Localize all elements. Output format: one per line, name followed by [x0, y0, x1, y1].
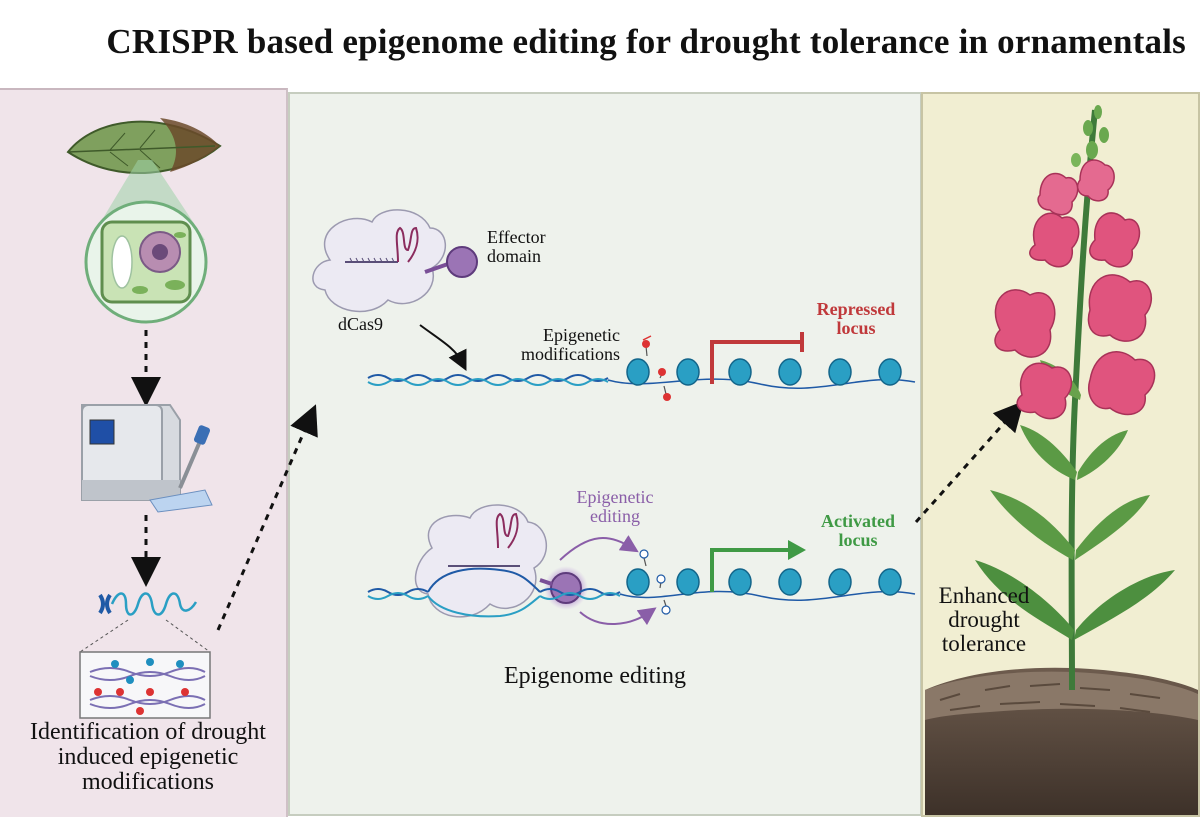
- arrow-left-to-middle: [216, 404, 318, 631]
- nucleosome-row-top: [626, 358, 902, 386]
- chromosome-icon: [98, 593, 112, 615]
- editing-arrow-lower: [579, 607, 657, 626]
- soil-icon: [925, 667, 1198, 815]
- linker: [424, 262, 449, 274]
- arrow-middle-to-right: [914, 400, 1024, 523]
- page-title: CRISPR based epigenome editing for droug…: [106, 22, 1186, 61]
- effector-label-line2: domain: [487, 245, 541, 266]
- nucleosome-icon: [878, 358, 902, 386]
- arrow-dcas9-to-dna: [419, 324, 467, 371]
- dcas9-icon: [312, 209, 447, 313]
- repressed-line1: Repressed: [816, 299, 896, 319]
- plant-cell-icon: [84, 200, 208, 324]
- repressed-line2: locus: [836, 317, 876, 338]
- enhanced-line2: drought: [948, 607, 1020, 633]
- editing-arrow-upper: [559, 535, 639, 561]
- epigenetic-edit-line1: Epigenetic: [576, 487, 654, 507]
- activated-line2: locus: [838, 529, 878, 550]
- nucleosome-icon: [676, 358, 700, 386]
- snapdragon-plant-icon: [975, 105, 1175, 691]
- activation-arrow: [710, 548, 790, 592]
- identification-caption: Identification of drought induced epigen…: [8, 719, 288, 796]
- dna-strand-activated: [367, 565, 916, 618]
- nucleosome-icon: [878, 568, 902, 596]
- leaf-icon: [66, 118, 222, 175]
- identification-caption-line1: Identification of drought: [30, 719, 266, 745]
- nucleosome-icon: [778, 358, 802, 386]
- repression-symbol: [710, 340, 800, 384]
- effector-domain-label: Effector domain: [487, 228, 546, 266]
- dna-strand-repressed: [367, 374, 916, 389]
- sequencer-icon: [81, 404, 181, 501]
- methyl-mark-icon: [642, 335, 671, 401]
- enhanced-tolerance-caption: Enhanced drought tolerance: [924, 583, 1044, 657]
- open-mark-icon: [639, 549, 671, 615]
- epigenetic-mod-line1: Epigenetic: [543, 325, 620, 345]
- enhanced-line1: Enhanced: [938, 583, 1030, 608]
- nucleosome-icon: [778, 568, 802, 596]
- dcas9-bound-icon: [414, 504, 548, 618]
- nucleosome-icon: [676, 568, 700, 596]
- identification-caption-line3: modifications: [82, 769, 214, 796]
- dcas9-label: dCas9: [338, 314, 383, 334]
- methylation-map: [79, 651, 211, 719]
- nucleosome-icon: [828, 358, 852, 386]
- effector-domain-icon: [446, 246, 478, 278]
- effector-label-line1: Effector: [487, 227, 546, 247]
- epigenome-editing-label: Epigenome editing: [504, 663, 686, 689]
- nucleosome-icon: [626, 358, 650, 386]
- epigenetic-modifications-label: Epigenetic modifications: [520, 326, 620, 364]
- activated-line1: Activated: [821, 511, 895, 531]
- nucleosome-icon: [728, 358, 752, 386]
- epigenetic-mod-line2: modifications: [521, 343, 620, 364]
- repressed-locus-label: Repressed locus: [806, 300, 906, 338]
- pipette-icon: [149, 425, 213, 513]
- nucleosome-icon: [626, 568, 650, 596]
- epigenetic-edit-line2: editing: [590, 505, 640, 526]
- epigenetic-editing-label: Epigenetic editing: [560, 488, 670, 526]
- enhanced-line3: tolerance: [941, 631, 1027, 657]
- nucleosome-icon: [728, 568, 752, 596]
- identification-caption-line2: induced epigenetic: [57, 744, 239, 771]
- activated-locus-label: Activated locus: [808, 512, 908, 550]
- nucleosome-icon: [828, 568, 852, 596]
- nucleosome-row-bottom: [626, 568, 902, 596]
- dna-icon: [110, 592, 198, 616]
